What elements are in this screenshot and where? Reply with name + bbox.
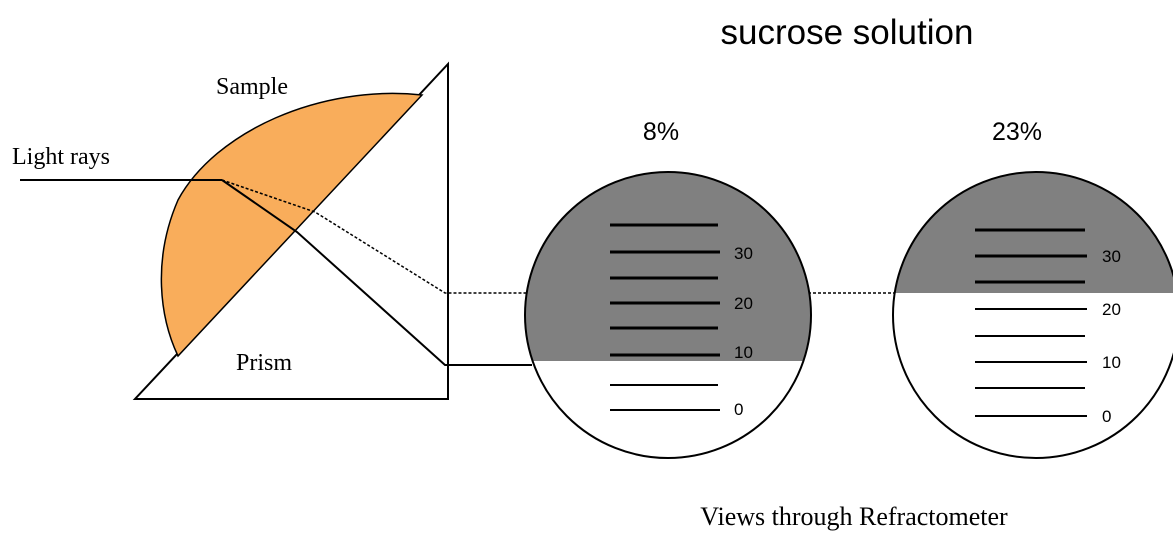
refracted-ray-dotted [221, 179, 532, 294]
concentration-label: 23% [992, 118, 1042, 146]
sample-shape [160, 92, 424, 358]
prism-label: Prism [236, 350, 292, 376]
refractometer-view-8-percent: 8% 30 20 10 0 [524, 118, 812, 459]
refracted-ray-solid [221, 179, 532, 366]
dark-field [893, 172, 1173, 293]
scale-label-20: 20 [734, 294, 753, 313]
scale-label-10: 10 [734, 343, 753, 362]
light-rays-label: Light rays [12, 144, 110, 170]
scale-label-30: 30 [734, 244, 753, 263]
caption: Views through Refractometer [700, 502, 1008, 531]
scale-label-20: 20 [1102, 300, 1121, 319]
diagram-title: sucrose solution [721, 13, 974, 52]
refractometer-view-23-percent: 23% 30 20 10 0 [892, 118, 1173, 459]
sample-label: Sample [216, 74, 288, 100]
concentration-label: 8% [643, 118, 679, 146]
view-outline [892, 171, 1173, 459]
view-outline [524, 171, 812, 459]
scale-label-0: 0 [734, 400, 743, 419]
dark-field [525, 172, 811, 361]
scale-label-30: 30 [1102, 247, 1121, 266]
scale-label-10: 10 [1102, 353, 1121, 372]
scale-label-0: 0 [1102, 407, 1111, 426]
